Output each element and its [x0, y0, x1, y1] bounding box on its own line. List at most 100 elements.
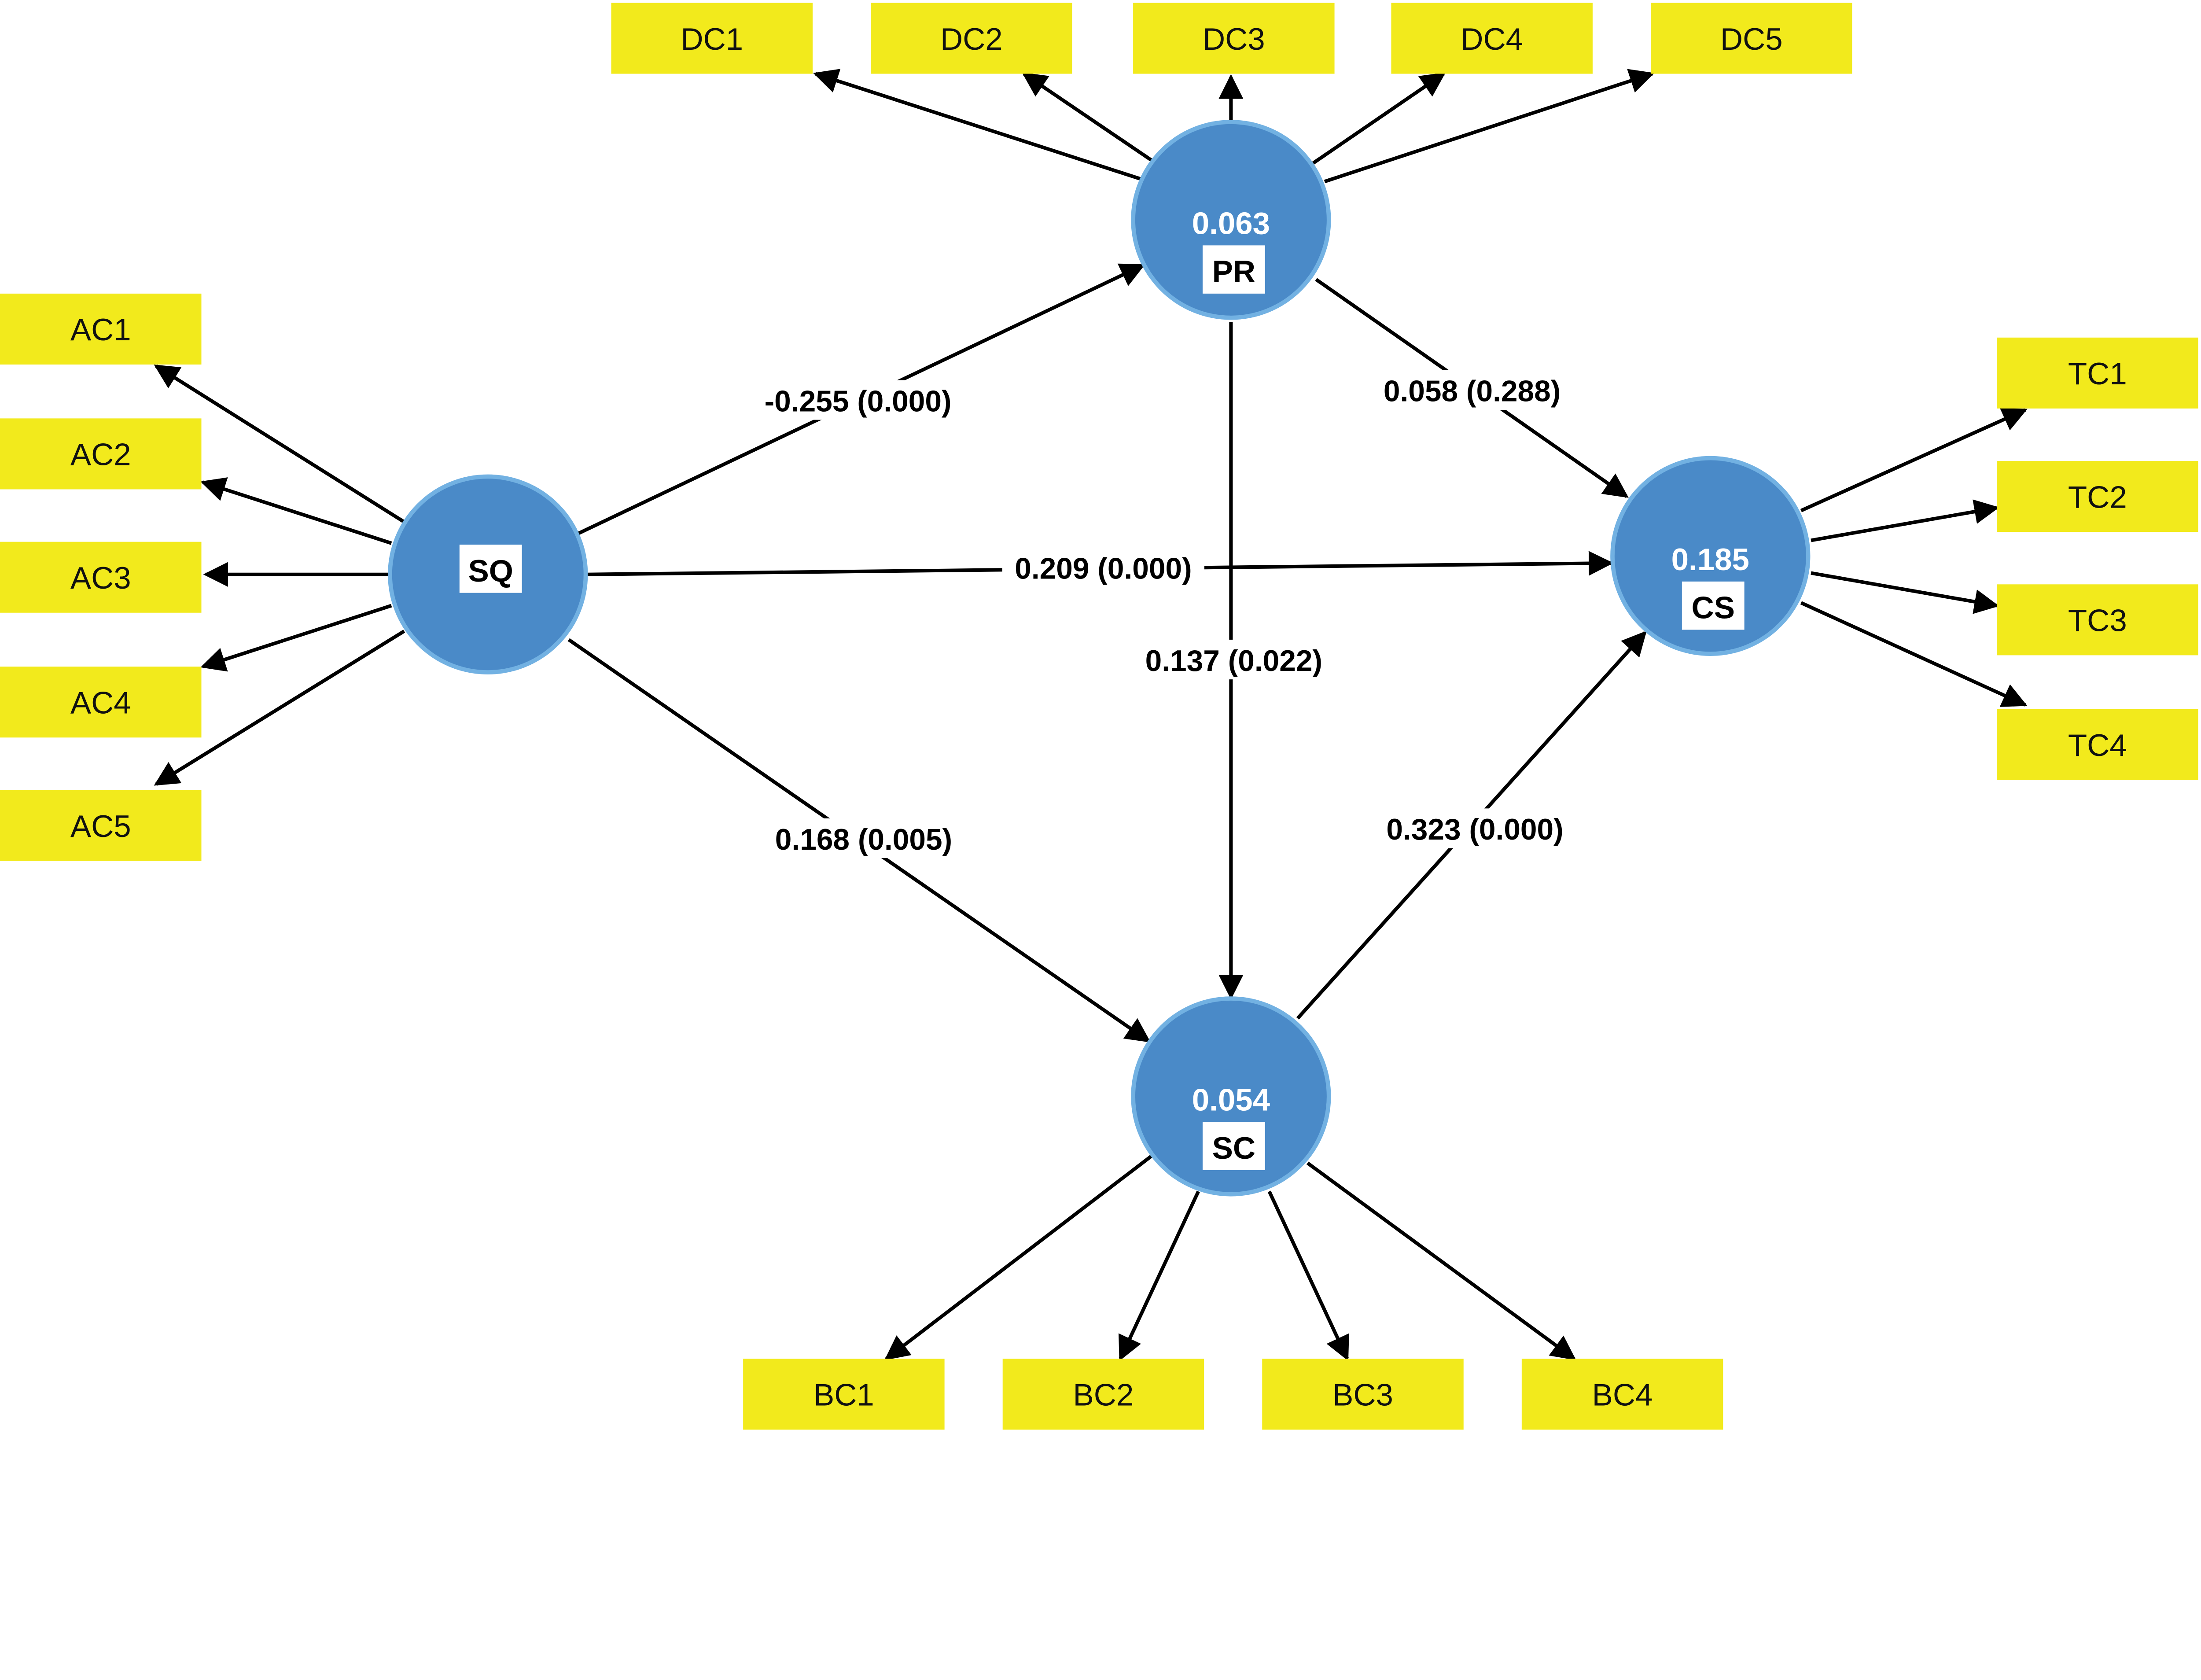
indicator-ac4[interactable]: AC4 [0, 667, 202, 738]
indicator-box [0, 293, 202, 365]
indicator-dc5[interactable]: DC5 [1650, 3, 1852, 74]
construct-name: SC [1212, 1131, 1255, 1166]
indicator-dc1[interactable]: DC1 [611, 3, 813, 74]
indicator-label: TC4 [2068, 728, 2127, 763]
construct-name-bg [1682, 581, 1745, 630]
indicator-ac5[interactable]: AC5 [0, 790, 202, 861]
indicator-box [743, 1359, 945, 1430]
indicator-box [1997, 584, 2198, 656]
loading-arrow [1800, 408, 2028, 512]
path-coefficient-label: 0.323 (0.000) [1386, 813, 1563, 846]
loading-arrow [1022, 72, 1153, 162]
loading-arrow [1811, 571, 1999, 614]
indicator-box [1262, 1359, 1464, 1430]
indicator-label: BC4 [1592, 1378, 1653, 1413]
indicator-box [0, 542, 202, 613]
indicator-ac1[interactable]: AC1 [0, 293, 202, 365]
indicator-dc4[interactable]: DC4 [1391, 3, 1593, 74]
indicator-box [0, 418, 202, 490]
loading-arrow [813, 69, 1149, 184]
construct-circle [1131, 120, 1331, 320]
loading-arrow [154, 364, 405, 523]
indicator-label: BC1 [813, 1378, 874, 1413]
path-label-bg [762, 818, 965, 858]
indicator-dc3[interactable]: DC3 [1133, 3, 1335, 74]
path-coefficient-label: 0.168 (0.005) [775, 823, 952, 856]
loading-arrow [1811, 499, 1999, 542]
path-label-bg [1002, 547, 1204, 587]
indicator-box [1997, 337, 2198, 409]
indicator-ac2[interactable]: AC2 [0, 418, 202, 490]
loading-arrow [1312, 72, 1446, 165]
indicator-box [1002, 1359, 1204, 1430]
indicator-box [1133, 3, 1335, 74]
indicator-box [1391, 3, 1593, 74]
indicator-label: AC2 [70, 438, 131, 472]
indicator-tc1[interactable]: TC1 [1997, 337, 2198, 409]
construct-name-bg [1202, 245, 1265, 294]
path-coefficient-label: 0.058 (0.288) [1384, 375, 1561, 408]
loading-arrow [154, 630, 405, 786]
r-squared-value: 0.185 [1671, 542, 1749, 577]
path-label-bg [1133, 639, 1335, 680]
indicator-label: DC4 [1461, 22, 1523, 57]
loading-arrow [1267, 1190, 1349, 1361]
indicator-dc2[interactable]: DC2 [871, 3, 1072, 74]
indicator-bc2[interactable]: BC2 [1002, 1359, 1204, 1430]
loading-arrow [884, 1154, 1153, 1360]
construct-name: CS [1692, 591, 1735, 626]
indicator-label: AC3 [70, 561, 131, 596]
indicator-box [871, 3, 1072, 74]
indicator-box [1521, 1359, 1723, 1430]
indicator-bc3[interactable]: BC3 [1262, 1359, 1464, 1430]
indicator-tc4[interactable]: TC4 [1997, 709, 2198, 780]
loading-arrow [1324, 69, 1655, 184]
indicator-box [611, 3, 813, 74]
indicator-ac3[interactable]: AC3 [0, 542, 202, 613]
indicator-label: DC3 [1203, 22, 1265, 57]
indicator-label: AC1 [70, 313, 131, 347]
indicator-label: AC5 [70, 809, 131, 844]
indicator-label: DC1 [681, 22, 743, 57]
indicator-label: DC5 [1720, 22, 1783, 57]
indicator-label: TC3 [2068, 604, 2127, 638]
path-coefficient-label: 0.209 (0.000) [1015, 552, 1192, 585]
construct-circle [1610, 456, 1811, 656]
path-coefficient-label: 0.137 (0.022) [1145, 645, 1322, 678]
r-squared-value: 0.054 [1192, 1083, 1270, 1118]
indicator-box [1997, 709, 2198, 780]
indicator-bc4[interactable]: BC4 [1521, 1359, 1723, 1430]
indicator-box [1997, 461, 2198, 532]
path-label-bg [1373, 808, 1576, 848]
construct-name-bg [459, 545, 522, 593]
indicator-bc1[interactable]: BC1 [743, 1359, 945, 1430]
indicator-label: TC2 [2068, 480, 2127, 515]
construct-name: PR [1212, 254, 1255, 289]
path-label-bg [749, 380, 967, 420]
indicator-label: BC3 [1332, 1378, 1393, 1413]
loading-arrow [1306, 1161, 1576, 1360]
loading-arrow [200, 477, 392, 545]
construct-name: SQ [468, 554, 513, 589]
path-label-bg [1371, 370, 1573, 410]
construct-name-bg [1202, 1122, 1265, 1170]
loading-arrow [200, 604, 392, 672]
construct-sq[interactable]: SQ [388, 474, 588, 674]
indicator-box [1650, 3, 1852, 74]
loading-arrow [1800, 601, 2028, 707]
construct-circle [1131, 996, 1331, 1197]
r-squared-value: 0.063 [1192, 206, 1270, 241]
indicator-label: DC2 [940, 22, 1003, 57]
loading-arrow [1118, 1190, 1200, 1361]
indicator-tc2[interactable]: TC2 [1997, 461, 2198, 532]
indicator-tc3[interactable]: TC3 [1997, 584, 2198, 656]
indicator-label: TC1 [2068, 357, 2127, 391]
indicator-box [0, 790, 202, 861]
indicator-box [0, 667, 202, 738]
indicator-label: BC2 [1073, 1378, 1134, 1413]
path-coefficient-label: -0.255 (0.000) [765, 385, 952, 418]
